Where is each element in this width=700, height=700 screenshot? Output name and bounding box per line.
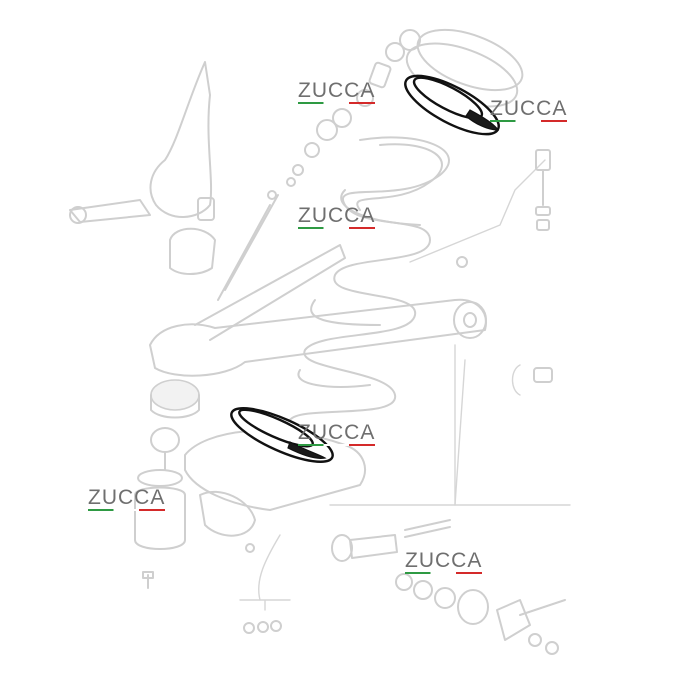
long-bolt: [533, 149, 553, 383]
watermark-logo: ZUCCA: [298, 79, 376, 104]
lower-wishbone: [149, 244, 487, 377]
steering-knuckle: [69, 61, 216, 275]
italian-flag-stripe: [298, 444, 376, 446]
watermark-logo: ZUCCA: [298, 204, 376, 229]
watermark-logo: ZUCCA: [298, 421, 376, 446]
lower-spring-pad-highlight: [230, 407, 334, 463]
watermark-brand: ZUCCA: [490, 97, 568, 120]
coil-spring: [289, 136, 450, 421]
watermark-brand: ZUCCA: [298, 421, 376, 444]
watermark-logo: ZUCCA: [405, 549, 483, 574]
italian-flag-stripe: [405, 572, 483, 574]
watermark-logo: ZUCCA: [88, 486, 166, 511]
pivot-shaft: [243, 519, 566, 655]
shock-rod: [217, 190, 279, 301]
italian-flag-stripe: [298, 102, 376, 104]
watermark-logo: ZUCCA: [490, 97, 568, 122]
watermark-brand: ZUCCA: [405, 549, 483, 572]
watermark-brand: ZUCCA: [88, 486, 166, 509]
lower-spring-seat: [184, 429, 366, 553]
italian-flag-stripe: [88, 509, 166, 511]
upper-spring-pad-highlight: [404, 74, 500, 136]
watermark-brand: ZUCCA: [298, 79, 376, 102]
watermark-brand: ZUCCA: [298, 204, 376, 227]
italian-flag-stripe: [298, 227, 376, 229]
leader-lines: [239, 159, 571, 611]
italian-flag-stripe: [490, 120, 568, 122]
bump-stop-stack: [134, 379, 200, 589]
